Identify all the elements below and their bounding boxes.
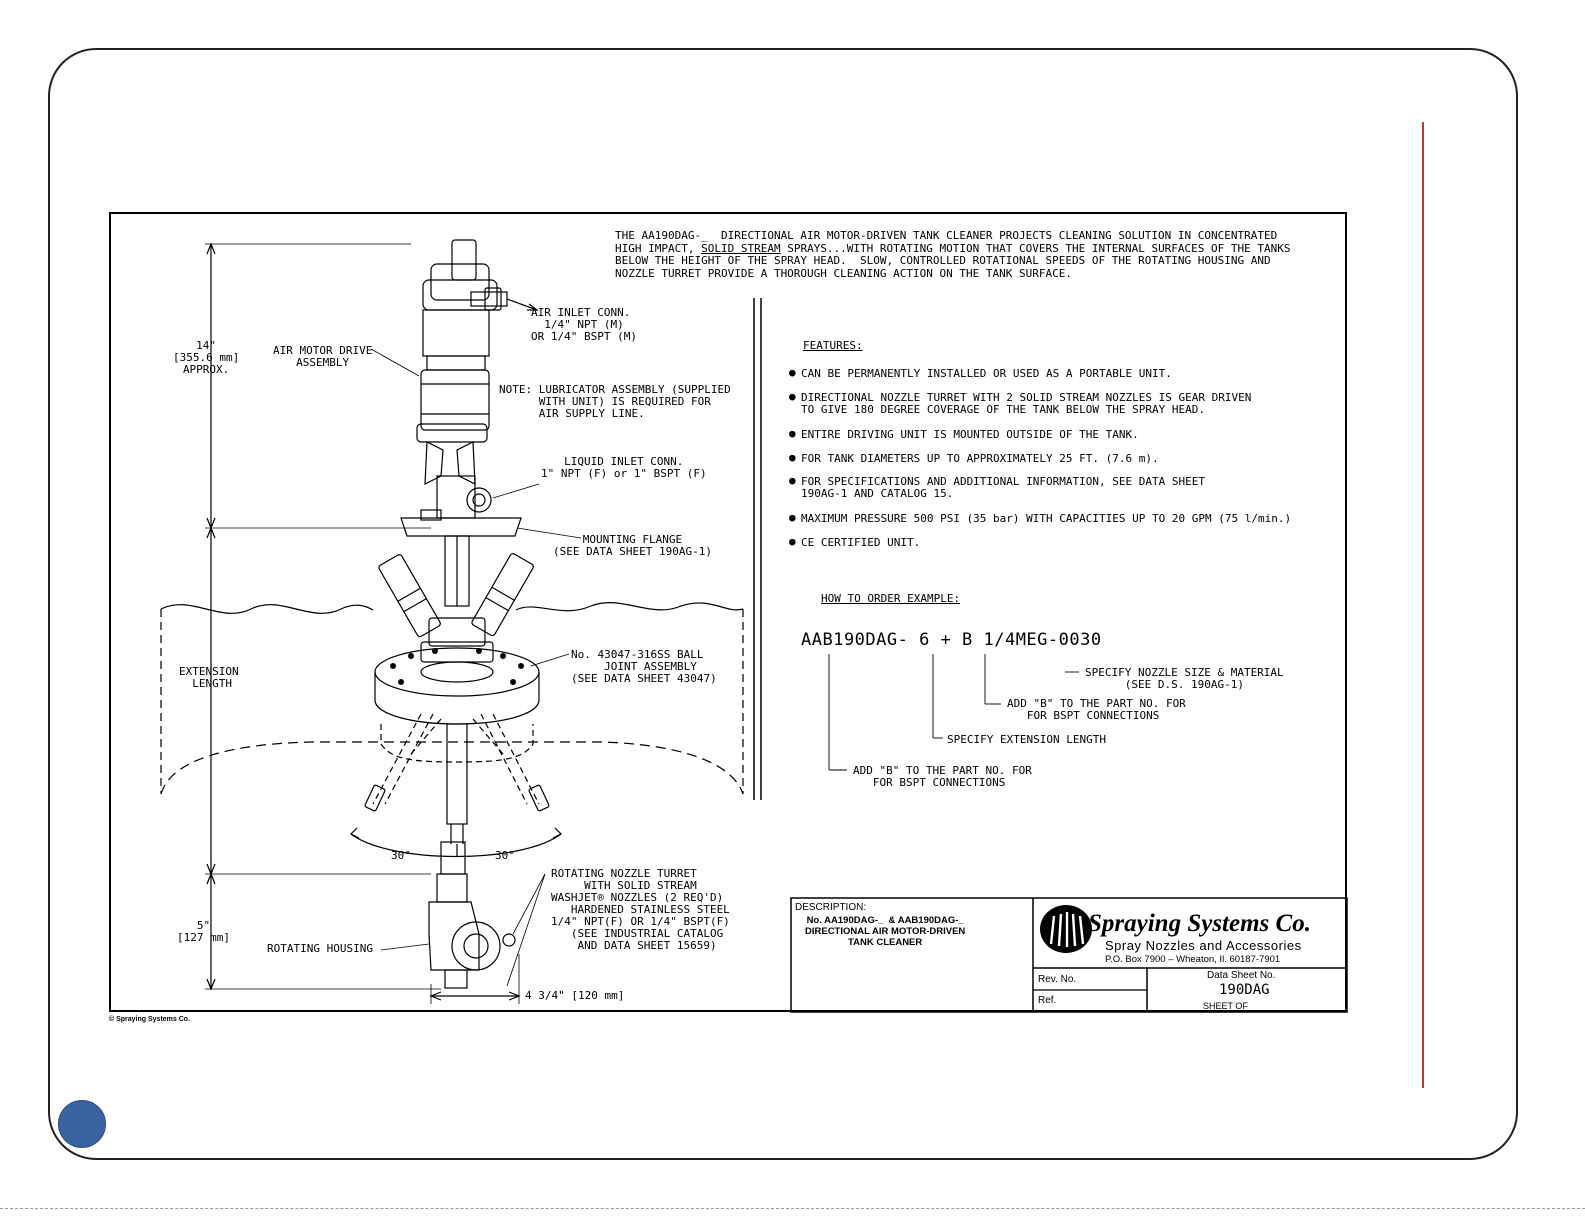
sheet-of-label: SHEET OF: [1203, 1001, 1248, 1011]
order-note-extension: SPECIFY EXTENSION LENGTH: [947, 733, 1106, 746]
liquid-inlet-label: LIQUID INLET CONN. 1" NPT (F) or 1" BSPT…: [541, 455, 707, 480]
accent-line: [1422, 122, 1424, 1088]
features-heading: FEATURES:: [803, 339, 863, 352]
order-heading: HOW TO ORDER EXAMPLE:: [821, 592, 961, 605]
mounting-flange-label: MOUNTING FLANGE (SEE DATA SHEET 190AG-1): [553, 533, 712, 558]
feature-item: CE CERTIFIED UNIT.: [789, 536, 920, 549]
feature-item: MAXIMUM PRESSURE 500 PSI (35 bar) WITH C…: [789, 512, 1291, 525]
ref-label: Ref.: [1038, 995, 1057, 1006]
order-code-example: AAB190DAG- 6 + B 1/4MEG-0030: [801, 630, 1102, 650]
bottom-divider: [0, 1208, 1585, 1209]
angle-right-label: 30°: [495, 849, 515, 862]
company-tagline: Spray Nozzles and Accessories: [1105, 938, 1302, 953]
description-text: No. AA190DAG-_ & AAB190DAG-_ DIRECTIONAL…: [805, 915, 966, 948]
order-note-nozzle: SPECIFY NOZZLE SIZE & MATERIAL (SEE D.S.…: [1085, 666, 1284, 691]
air-motor-label: AIR MOTOR DRIVE ASSEMBLY: [273, 344, 373, 369]
air-inlet-label: AIR INLET CONN. 1/4" NPT (M) OR 1/4" BSP…: [531, 306, 637, 343]
dimension-14-inch: 14" [355.6 mm] APPROX.: [173, 339, 240, 376]
order-note-bspt-main: ADD "B" TO THE PART NO. FOR FOR BSPT CON…: [853, 764, 1032, 789]
company-name: Spraying Systems Co.: [1088, 910, 1311, 937]
tank-cleaner-diagram: [160, 239, 1348, 1013]
feature-item: ENTIRE DRIVING UNIT IS MOUNTED OUTSIDE O…: [789, 428, 1139, 441]
lubricator-note: NOTE: LUBRICATOR ASSEMBLY (SUPPLIED WITH…: [499, 383, 731, 420]
angle-left-label: 30°: [391, 849, 411, 862]
turret-label: ROTATING NOZZLE TURRET WITH SOLID STREAM…: [551, 867, 730, 952]
copyright-notice: © Spraying Systems Co.: [109, 1016, 191, 1023]
description-label: DESCRIPTION:: [795, 902, 867, 913]
feature-item: FOR TANK DIAMETERS UP TO APPROXIMATELY 2…: [789, 452, 1159, 465]
data-sheet-drawing: THE AA190DAG-_ DIRECTIONAL AIR MOTOR-DRI…: [109, 212, 1348, 1013]
extension-length-label: EXTENSION LENGTH: [179, 665, 239, 690]
data-sheet-label: Data Sheet No.: [1207, 970, 1276, 981]
feature-item: FOR SPECIFICATIONS AND ADDITIONAL INFORM…: [789, 475, 1205, 500]
company-address: P.O. Box 7900 – Wheaton, Il. 60187-7901: [1105, 954, 1281, 965]
feature-item: CAN BE PERMANENTLY INSTALLED OR USED AS …: [789, 367, 1172, 380]
dimension-5-inch: 5" [127 mm]: [177, 919, 230, 944]
housing-label: ROTATING HOUSING: [267, 942, 373, 955]
page-indicator-dot: [58, 1100, 106, 1148]
feature-item: DIRECTIONAL NOZZLE TURRET WITH 2 SOLID S…: [789, 391, 1251, 416]
order-note-bspt-turret: ADD "B" TO THE PART NO. FOR FOR BSPT CON…: [1007, 697, 1186, 722]
company-logo-icon: [1040, 905, 1092, 953]
intro-paragraph: THE AA190DAG-_ DIRECTIONAL AIR MOTOR-DRI…: [615, 229, 1291, 280]
ball-joint-label: No. 43047-316SS BALL JOINT ASSEMBLY (SEE…: [571, 648, 717, 685]
width-dimension-label: 4 3/4" [120 mm]: [525, 989, 625, 1002]
data-sheet-number: 190DAG: [1219, 982, 1270, 998]
rev-no-label: Rev. No.: [1038, 974, 1077, 985]
